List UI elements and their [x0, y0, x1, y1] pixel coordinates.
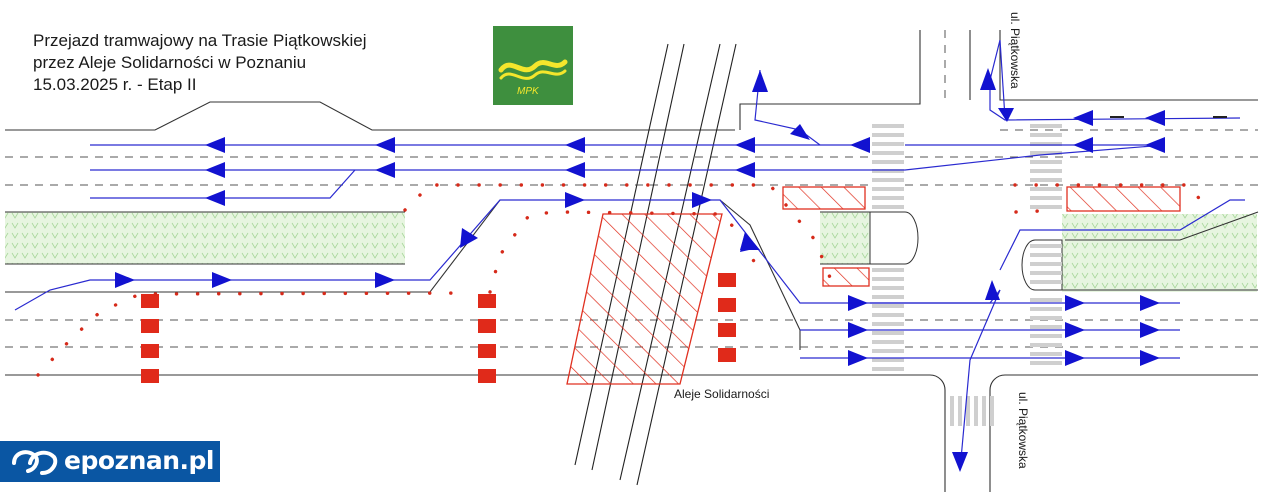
- flow-arrow-icon: [375, 162, 395, 178]
- flow-arrows: [115, 68, 1165, 472]
- flow-arrow-icon: [375, 272, 395, 288]
- crosswalks: [872, 124, 1062, 426]
- crosswalk-west: [872, 124, 904, 371]
- flow-arrow-icon: [740, 232, 760, 250]
- mpk-logo: MPK: [493, 26, 573, 105]
- flow-arrow-icon: [565, 162, 585, 178]
- epoznan-logo-text: epoznan.pl: [64, 446, 215, 475]
- flow-arrow-icon: [952, 452, 968, 472]
- label-piatkowska-north: ul. Piątkowska: [1008, 12, 1022, 89]
- flow-arrow-icon: [565, 192, 585, 208]
- flow-arrow-icon: [375, 137, 395, 153]
- mpk-logo-icon: MPK: [498, 59, 568, 97]
- flow-arrow-icon: [985, 280, 1000, 300]
- green-medians: [5, 211, 1257, 292]
- flow-arrow-icon: [1140, 322, 1160, 338]
- diagram-title-line-3: 15.03.2025 r. - Etap II: [33, 75, 197, 94]
- flow-arrow-icon: [998, 108, 1014, 122]
- flow-arrow-icon: [790, 124, 810, 140]
- flow-arrow-icon: [205, 162, 225, 178]
- flow-arrow-icon: [850, 137, 870, 153]
- flow-arrow-icon: [692, 192, 712, 208]
- flow-arrow-icon: [1145, 110, 1165, 126]
- flow-arrow-icon: [848, 295, 868, 311]
- flow-arrow-icon: [565, 137, 585, 153]
- flow-arrow-icon: [1140, 350, 1160, 366]
- diagram-title-line-2: przez Aleje Solidarności w Poznaniu: [33, 53, 307, 72]
- flow-arrow-icon: [460, 228, 478, 248]
- flow-arrow-icon: [1140, 295, 1160, 311]
- flow-arrow-icon: [752, 70, 768, 92]
- epoznan-badge: epoznan.pl: [0, 441, 220, 482]
- flow-arrow-icon: [980, 68, 996, 90]
- barrier-dots: [36, 183, 1202, 377]
- diagram-title-line-1: Przejazd tramwajowy na Trasie Piątkowski…: [33, 31, 367, 50]
- flow-arrow-icon: [205, 137, 225, 153]
- mpk-logo-text: MPK: [517, 86, 540, 97]
- label-piatkowska-south: ul. Piątkowska: [1016, 392, 1030, 469]
- vehicle-markers: [1110, 116, 1227, 118]
- flow-arrow-icon: [115, 272, 135, 288]
- lane-dividers: [5, 30, 1258, 348]
- flow-arrow-icon: [212, 272, 232, 288]
- flow-arrow-icon: [1145, 137, 1165, 153]
- flow-arrow-icon: [1073, 110, 1093, 126]
- flow-arrow-icon: [1065, 350, 1085, 366]
- closure-zones: [566, 186, 1181, 385]
- flow-arrow-icon: [848, 350, 868, 366]
- crosswalk-east: [1030, 124, 1062, 365]
- flow-arrow-icon: [1065, 322, 1085, 338]
- flow-arrow-icon: [848, 322, 868, 338]
- barrier-blocks: [141, 273, 736, 383]
- crosswalk-south: [950, 396, 994, 426]
- flow-arrow-icon: [1065, 295, 1085, 311]
- flow-arrow-icon: [735, 137, 755, 153]
- flow-arrow-icon: [205, 190, 225, 206]
- epoznan-logo-icon: [12, 450, 58, 475]
- label-aleje-solidarnosci: Aleje Solidarności: [674, 387, 770, 401]
- flow-arrow-icon: [735, 162, 755, 178]
- flow-arrow-icon: [1073, 137, 1093, 153]
